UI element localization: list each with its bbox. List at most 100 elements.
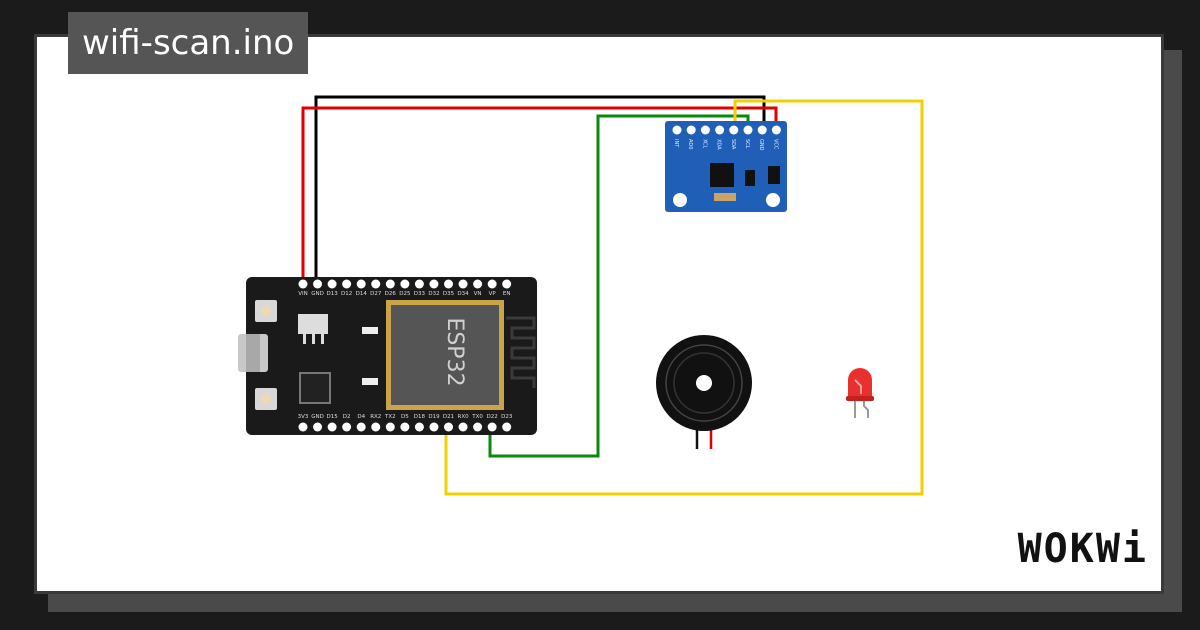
esp32-pin-label: D2	[343, 414, 351, 420]
boot-button-cap	[261, 306, 271, 316]
wire-scl[interactable]	[488, 114, 750, 458]
esp32-pin-gnd[interactable]	[313, 422, 323, 432]
esp32-pin-label: D18	[414, 414, 426, 420]
sketch-title: wifi-scan.ino	[68, 12, 309, 74]
esp32-pin-label: D27	[370, 291, 382, 297]
esp32-pin-d2[interactable]	[342, 422, 352, 432]
esp32-pin-d14[interactable]	[356, 279, 366, 289]
esp32-module-shield	[391, 305, 499, 405]
mpu-pin-label: GND	[758, 139, 764, 151]
esp32-pin-3v3[interactable]	[298, 422, 308, 432]
usb-uart-chip	[299, 372, 331, 404]
esp32-pin-label: D35	[443, 291, 455, 297]
esp32-pin-label: 3V3	[298, 414, 309, 420]
esp32-pin-vin[interactable]	[298, 279, 308, 289]
regulator-leg	[303, 334, 306, 344]
esp32-pin-label: RX2	[370, 414, 381, 420]
esp32-pin-d13[interactable]	[327, 279, 337, 289]
wire-sda[interactable]	[444, 99, 924, 496]
usb-port-inner	[246, 334, 260, 372]
mpu-pin-label: XCL	[701, 139, 707, 149]
esp32-pin-label: D33	[414, 291, 426, 297]
esp32-pin-label: D5	[401, 414, 409, 420]
mpu-pin-label: AD0	[687, 139, 693, 149]
esp32-pin-tx0[interactable]	[473, 422, 483, 432]
voltage-regulator	[298, 314, 328, 334]
esp32-pin-label: D19	[428, 414, 440, 420]
mpu-pin-label: SDA	[730, 139, 736, 150]
piezo-buzzer[interactable]	[656, 335, 752, 449]
esp32-pin-label: D15	[326, 414, 338, 420]
mpu-pin-label: SCL	[744, 139, 750, 149]
esp32-pin-en[interactable]	[502, 279, 512, 289]
esp32-pin-d23[interactable]	[502, 422, 512, 432]
esp32-pin-d12[interactable]	[342, 279, 352, 289]
esp32-pin-d5[interactable]	[400, 422, 410, 432]
mpu-pin-label: XDA	[716, 139, 722, 150]
esp32-pin-gnd[interactable]	[313, 279, 323, 289]
esp32-pin-d27[interactable]	[371, 279, 381, 289]
esp32-pin-label: D26	[385, 291, 397, 297]
esp32-pin-tx2[interactable]	[385, 422, 395, 432]
esp32-pin-vp[interactable]	[487, 279, 497, 289]
esp32-pin-d34[interactable]	[458, 279, 468, 289]
mpu-pin-sda[interactable]	[729, 125, 739, 135]
esp32-pin-rx2[interactable]	[371, 422, 381, 432]
esp32-pin-d4[interactable]	[356, 422, 366, 432]
mpu-pin-gnd[interactable]	[757, 125, 767, 135]
esp32-pin-label: D23	[501, 414, 513, 420]
esp32-pin-d22[interactable]	[487, 422, 497, 432]
mpu-pin-ad0[interactable]	[686, 125, 696, 135]
esp32-pin-label: TX0	[471, 414, 483, 420]
esp32-pin-d18[interactable]	[414, 422, 424, 432]
wire-gnd[interactable]	[314, 95, 766, 283]
regulator-leg	[321, 334, 324, 344]
mpu-pin-xda[interactable]	[715, 125, 725, 135]
esp32-pin-label: D22	[487, 414, 498, 420]
led-reflection	[854, 379, 862, 394]
esp32-pin-label: D32	[428, 291, 439, 297]
esp32-pin-label: RX0	[458, 414, 470, 420]
esp32-chip-label: ESP32	[442, 317, 467, 386]
esp32-pin-d26[interactable]	[385, 279, 395, 289]
esp32-pin-d35[interactable]	[444, 279, 453, 289]
esp32-pin-vn[interactable]	[473, 279, 483, 289]
esp32-pin-label: D13	[326, 291, 338, 297]
esp32-pin-label: TX2	[384, 414, 396, 420]
esp32-pin-d32[interactable]	[429, 279, 439, 289]
mpu-regulator	[745, 170, 755, 186]
esp32-pin-d33[interactable]	[414, 279, 424, 289]
mpu-resistor	[714, 193, 736, 201]
esp32-pin-d21[interactable]	[444, 422, 453, 432]
esp32-pin-d25[interactable]	[400, 279, 410, 289]
esp32-pin-label: D21	[443, 414, 454, 420]
mpu-pin-xcl[interactable]	[700, 125, 710, 135]
esp32-top-pin-header	[298, 279, 512, 289]
esp32-pin-label: VP	[489, 291, 497, 297]
wire-vin[interactable]	[301, 106, 778, 283]
esp32-pin-label: VN	[474, 291, 482, 297]
mpu-pin-label: INT	[673, 139, 679, 148]
esp32-pin-rx0[interactable]	[458, 422, 468, 432]
esp32-pin-label: D34	[457, 291, 469, 297]
antenna-trace	[506, 316, 536, 388]
led-anode	[863, 400, 869, 418]
regulator-leg	[312, 334, 315, 344]
en-button-cap	[261, 394, 271, 404]
red-led[interactable]	[846, 368, 874, 418]
esp32-pin-label: VIN	[298, 291, 308, 297]
esp32-pin-d19[interactable]	[429, 422, 439, 432]
esp32-pin-d15[interactable]	[327, 422, 337, 432]
wokwi-logo: WOKWi	[1017, 526, 1148, 572]
wires	[301, 95, 924, 496]
mpu-pin-scl[interactable]	[743, 125, 753, 135]
mpu-pin-int[interactable]	[672, 125, 682, 135]
mpu-capacitor	[768, 166, 780, 184]
buzzer-hole	[696, 375, 712, 391]
mpu-pin-vcc[interactable]	[771, 125, 781, 135]
mpu-pin-header	[672, 125, 781, 135]
